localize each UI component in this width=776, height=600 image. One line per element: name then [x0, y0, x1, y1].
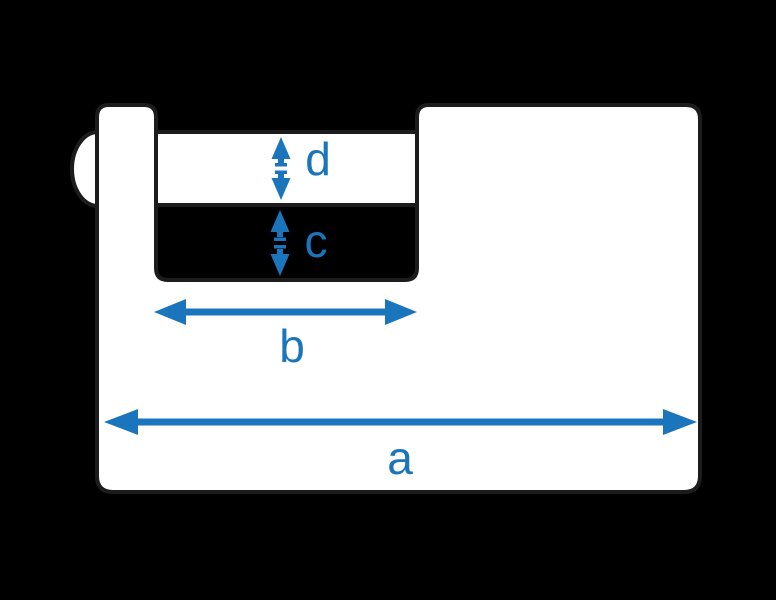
dimension-arrow-a — [104, 409, 697, 435]
padlock-body — [95, 103, 702, 494]
shackle-end-cap — [70, 130, 100, 208]
dimension-label-c: c — [305, 215, 328, 267]
dimension-arrow-b — [154, 299, 417, 325]
shackle-bar — [154, 130, 419, 207]
dimension-label-a: a — [387, 432, 413, 484]
dimension-arrow-c — [270, 210, 290, 276]
dimension-label-d: d — [305, 133, 331, 185]
dimension-arrow-d — [271, 137, 291, 200]
dimension-label-b: b — [279, 320, 305, 372]
